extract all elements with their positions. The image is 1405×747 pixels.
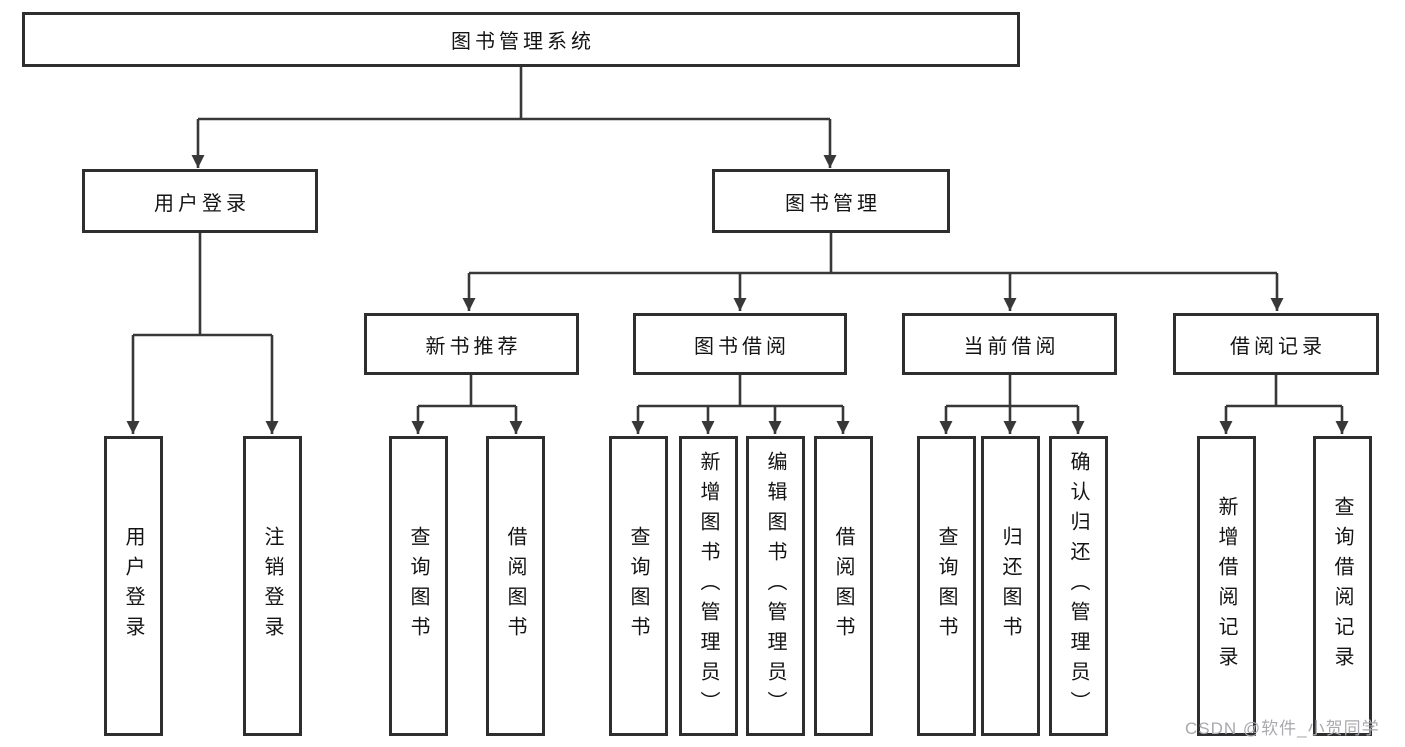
leaf-query-books-current: 查询图书	[917, 436, 976, 736]
leaf-query-books-borrow: 查询图书	[609, 436, 668, 736]
leaf-logout: 注销登录	[243, 436, 302, 736]
node-current-borrow: 当前借阅	[902, 313, 1117, 375]
leaf-query-borrow-record: 查询借阅记录	[1313, 436, 1372, 736]
node-book-management: 图书管理	[712, 169, 950, 233]
leaf-confirm-return-admin: 确认归还（管理员）	[1049, 436, 1108, 736]
leaf-query-books-recommend: 查询图书	[389, 436, 448, 736]
leaf-return-books: 归还图书	[981, 436, 1040, 736]
leaf-user-login: 用户登录	[104, 436, 163, 736]
leaf-borrow-books: 借阅图书	[814, 436, 873, 736]
csdn-watermark: CSDN @软件_小贺同学	[1185, 719, 1380, 738]
leaf-add-borrow-record: 新增借阅记录	[1197, 436, 1256, 736]
node-user-login: 用户登录	[82, 169, 318, 233]
leaf-edit-books-admin: 编辑图书（管理员）	[746, 436, 805, 736]
leaf-add-books-admin: 新增图书（管理员）	[679, 436, 738, 736]
node-book-borrow: 图书借阅	[633, 313, 847, 375]
leaf-borrow-books-recommend: 借阅图书	[486, 436, 545, 736]
node-new-book-recommend: 新书推荐	[364, 313, 579, 375]
node-borrow-record: 借阅记录	[1173, 313, 1379, 375]
node-root-library-management-system: 图书管理系统	[22, 12, 1020, 67]
